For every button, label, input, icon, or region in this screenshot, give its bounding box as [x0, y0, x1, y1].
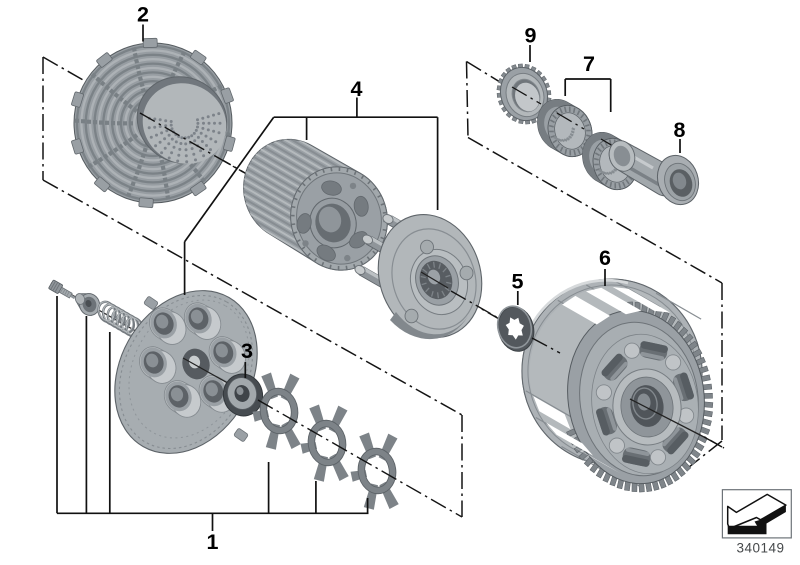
svg-text:340149: 340149 [736, 541, 784, 556]
svg-text:7: 7 [583, 52, 595, 76]
svg-text:3: 3 [241, 339, 253, 363]
svg-text:5: 5 [512, 270, 524, 294]
svg-text:4: 4 [351, 77, 363, 101]
svg-text:8: 8 [674, 118, 686, 142]
svg-text:6: 6 [599, 246, 611, 270]
svg-text:1: 1 [207, 530, 219, 554]
svg-text:9: 9 [525, 24, 537, 48]
svg-text:2: 2 [137, 3, 149, 27]
